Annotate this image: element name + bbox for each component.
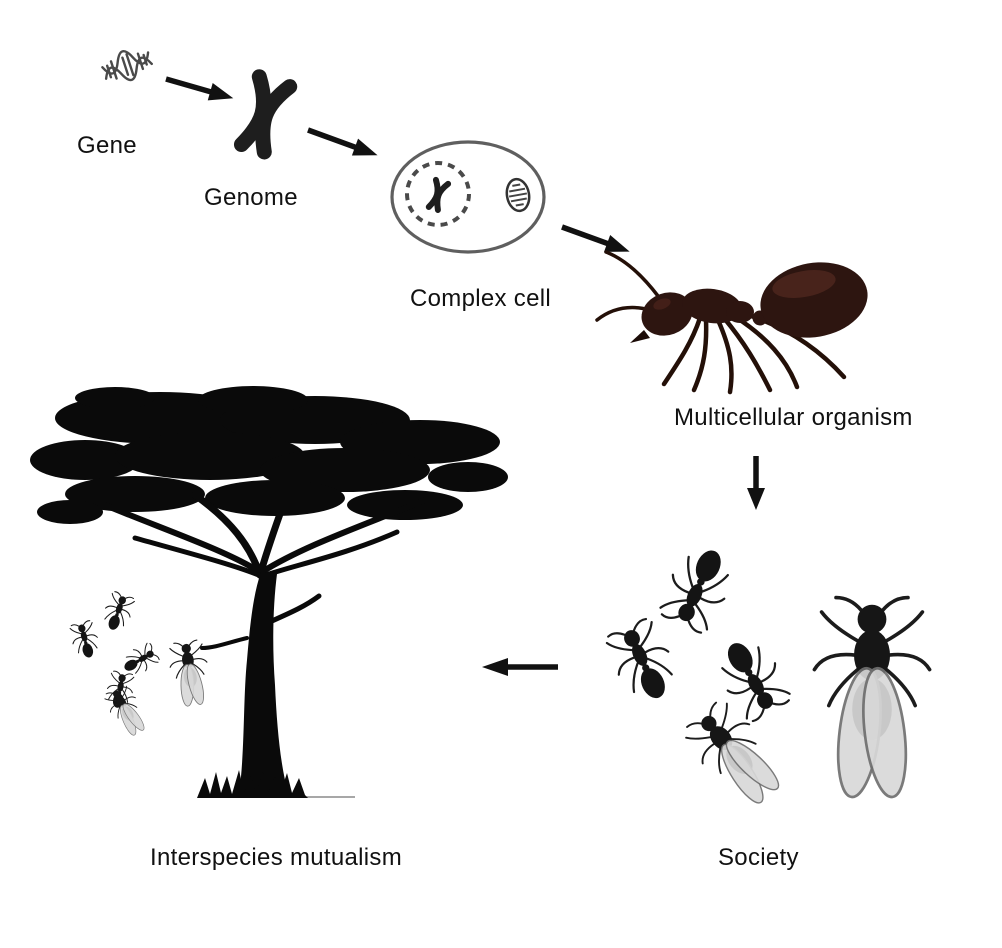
complex-cell-icon	[388, 138, 548, 258]
queen-ant-icon	[812, 595, 932, 802]
worker-ant-icon	[118, 640, 162, 680]
arrow-down-icon	[738, 452, 774, 516]
label-multicellular-organism: Multicellular organism	[674, 404, 913, 431]
label-genome: Genome	[204, 184, 298, 211]
tree-canopy	[30, 386, 508, 524]
worker-ant-icon	[654, 538, 742, 638]
arrow-right-icon	[558, 215, 644, 265]
acacia-tree-icon	[25, 380, 510, 805]
tree-trunk	[239, 572, 289, 795]
mutualism-ants-icon	[58, 589, 228, 743]
arrow-right-icon	[162, 66, 246, 110]
label-gene: Gene	[77, 132, 137, 159]
grass-tuft	[197, 770, 308, 798]
label-complex-cell: Complex cell	[410, 285, 551, 312]
label-interspecies-mutualism: Interspecies mutualism	[150, 844, 403, 871]
arrow-right-icon	[304, 118, 390, 168]
ant-head	[641, 292, 693, 336]
ant-mandible	[630, 330, 650, 343]
mitochondrion-icon	[505, 177, 531, 213]
ant-icon	[592, 242, 882, 397]
nucleus-icon	[405, 161, 471, 227]
label-society: Society	[718, 844, 799, 871]
chromosome-icon	[232, 72, 296, 156]
dna-icon	[98, 40, 160, 90]
worker-ant-icon	[707, 629, 796, 726]
winged-ant-icon	[677, 694, 795, 817]
tree-branches	[102, 481, 428, 650]
winged-ant-icon	[101, 681, 153, 741]
ant-colony-icon	[598, 533, 948, 828]
winged-ant-icon	[166, 638, 214, 710]
worker-ant-icon	[67, 619, 103, 662]
ant-abdomen	[760, 262, 868, 338]
arrow-left-icon	[474, 648, 562, 686]
worker-ant-icon	[600, 614, 686, 710]
